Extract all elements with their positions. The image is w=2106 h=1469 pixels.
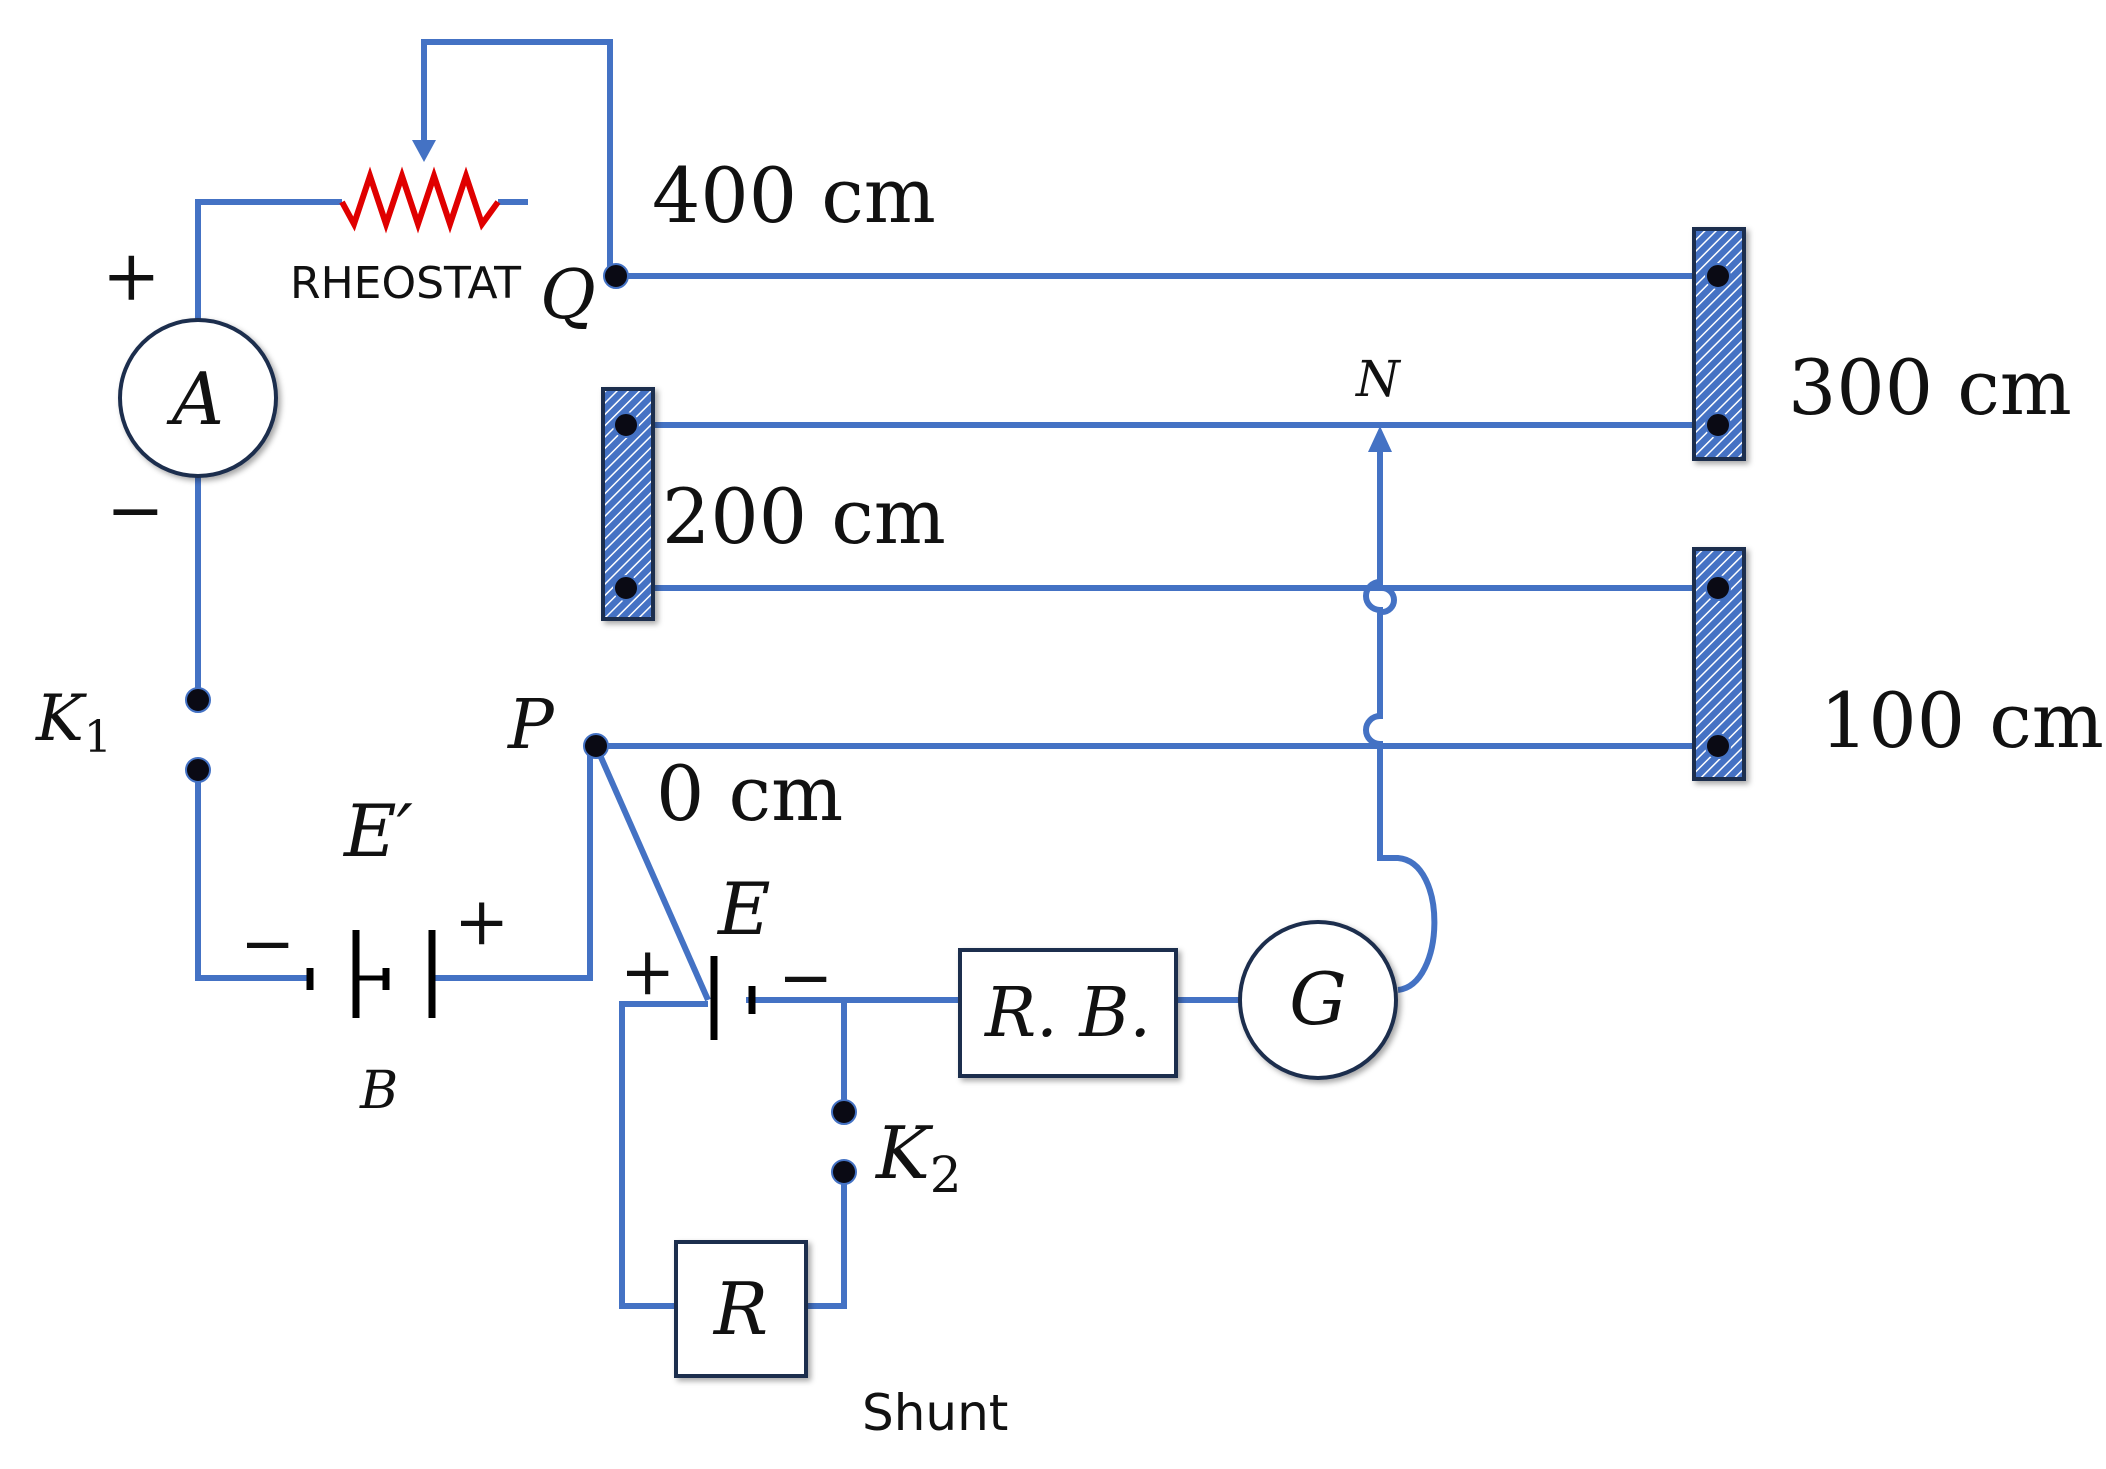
label-galvanometer: G — [1289, 957, 1347, 1041]
jockey-arrow — [1368, 426, 1392, 452]
key2-to-shunt-right — [806, 1172, 847, 1309]
key1-to-battery — [195, 770, 310, 981]
sign-ammeter-minus: − — [106, 469, 165, 551]
label-point-n: N — [1355, 350, 1402, 408]
nodes — [185, 263, 1731, 1185]
label-0-cm: 0 cm — [656, 749, 843, 838]
label-rheostat: RHEOSTAT — [290, 258, 521, 309]
label-point-q: Q — [540, 256, 596, 335]
sign-battery-minus: − — [240, 905, 295, 982]
node-key1-bottom — [185, 757, 211, 783]
node-key1-top — [185, 687, 211, 713]
label-key2: K2 — [874, 1111, 962, 1204]
label-resistance-box: R. B. — [983, 974, 1151, 1053]
key2-main: K — [874, 1111, 934, 1195]
node-plate-rb-top — [1705, 575, 1731, 601]
node-key2-top — [831, 1099, 857, 1125]
key1-sub: 1 — [84, 712, 112, 763]
sign-cell-minus: − — [778, 939, 833, 1016]
node-p — [583, 733, 609, 759]
potentiometer-wires — [596, 273, 1718, 749]
label-200-cm: 200 cm — [662, 472, 946, 561]
cell-e — [710, 956, 756, 1040]
label-300-cm: 300 cm — [1788, 343, 2072, 432]
label-battery-emf: E′ — [342, 789, 413, 873]
shunt-resistor-body — [674, 1240, 808, 1378]
sign-battery-plus: + — [454, 883, 509, 960]
label-100-cm: 100 cm — [1820, 676, 2104, 765]
rheostat-slider-arrow — [412, 140, 436, 162]
node-key2-bottom — [831, 1159, 857, 1185]
label-shunt-resistor: R — [712, 1267, 768, 1351]
node-q — [603, 263, 629, 289]
key2-sub: 2 — [930, 1146, 962, 1204]
battery-b — [306, 930, 436, 1018]
ammeter-body — [118, 318, 278, 478]
rheostat-slider-wire — [421, 39, 616, 279]
labels: 400 cm 300 cm 200 cm 100 cm 0 cm Q P N R… — [35, 151, 2104, 1442]
cell-to-shunt-left — [619, 1001, 708, 1309]
galvanometer-lead — [1363, 452, 1438, 993]
node-plate-rb-bottom — [1705, 733, 1731, 759]
sign-ammeter-plus: + — [102, 235, 161, 317]
sign-cell-plus: + — [620, 933, 675, 1010]
galvanometer-body — [1238, 920, 1398, 1080]
battery-to-p — [432, 748, 593, 981]
node-plate-rt-top — [1705, 263, 1731, 289]
wire-segment-200 — [626, 585, 1718, 615]
label-point-p: P — [506, 686, 555, 765]
label-battery-b: B — [359, 1061, 398, 1121]
label-cell-emf: E — [716, 867, 771, 951]
label-key1: K1 — [35, 682, 112, 763]
node-plate-lm-bottom — [613, 575, 639, 601]
rheostat-zigzag — [339, 166, 501, 234]
primary-wire-upper — [195, 199, 342, 320]
label-ammeter: A — [166, 357, 224, 441]
resistance-box-body — [958, 948, 1178, 1078]
node-plate-lm-top — [613, 412, 639, 438]
node-plate-rt-bottom — [1705, 412, 1731, 438]
p-to-cell — [593, 744, 711, 1002]
label-shunt: Shunt — [862, 1384, 1008, 1442]
key1-main: K — [35, 682, 87, 756]
label-400-cm: 400 cm — [652, 151, 936, 240]
